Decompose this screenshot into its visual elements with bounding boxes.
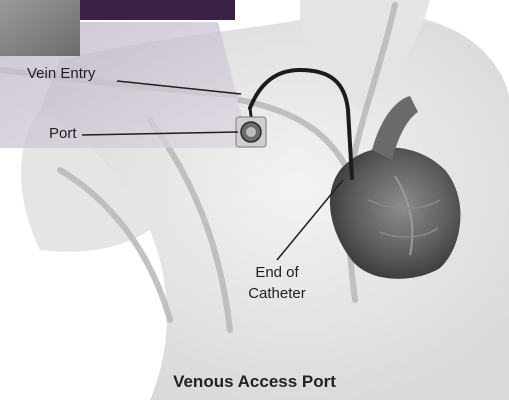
port-device (236, 117, 266, 147)
caption: Venous Access Port (0, 372, 509, 392)
label-end-of-catheter-line1: End of (236, 262, 318, 283)
label-port: Port (49, 126, 77, 141)
label-end-of-catheter: End of Catheter (236, 262, 318, 304)
label-end-of-catheter-line2: Catheter (236, 283, 318, 304)
label-vein-entry: Vein Entry (27, 66, 95, 81)
inset-thumbnail (0, 0, 80, 56)
